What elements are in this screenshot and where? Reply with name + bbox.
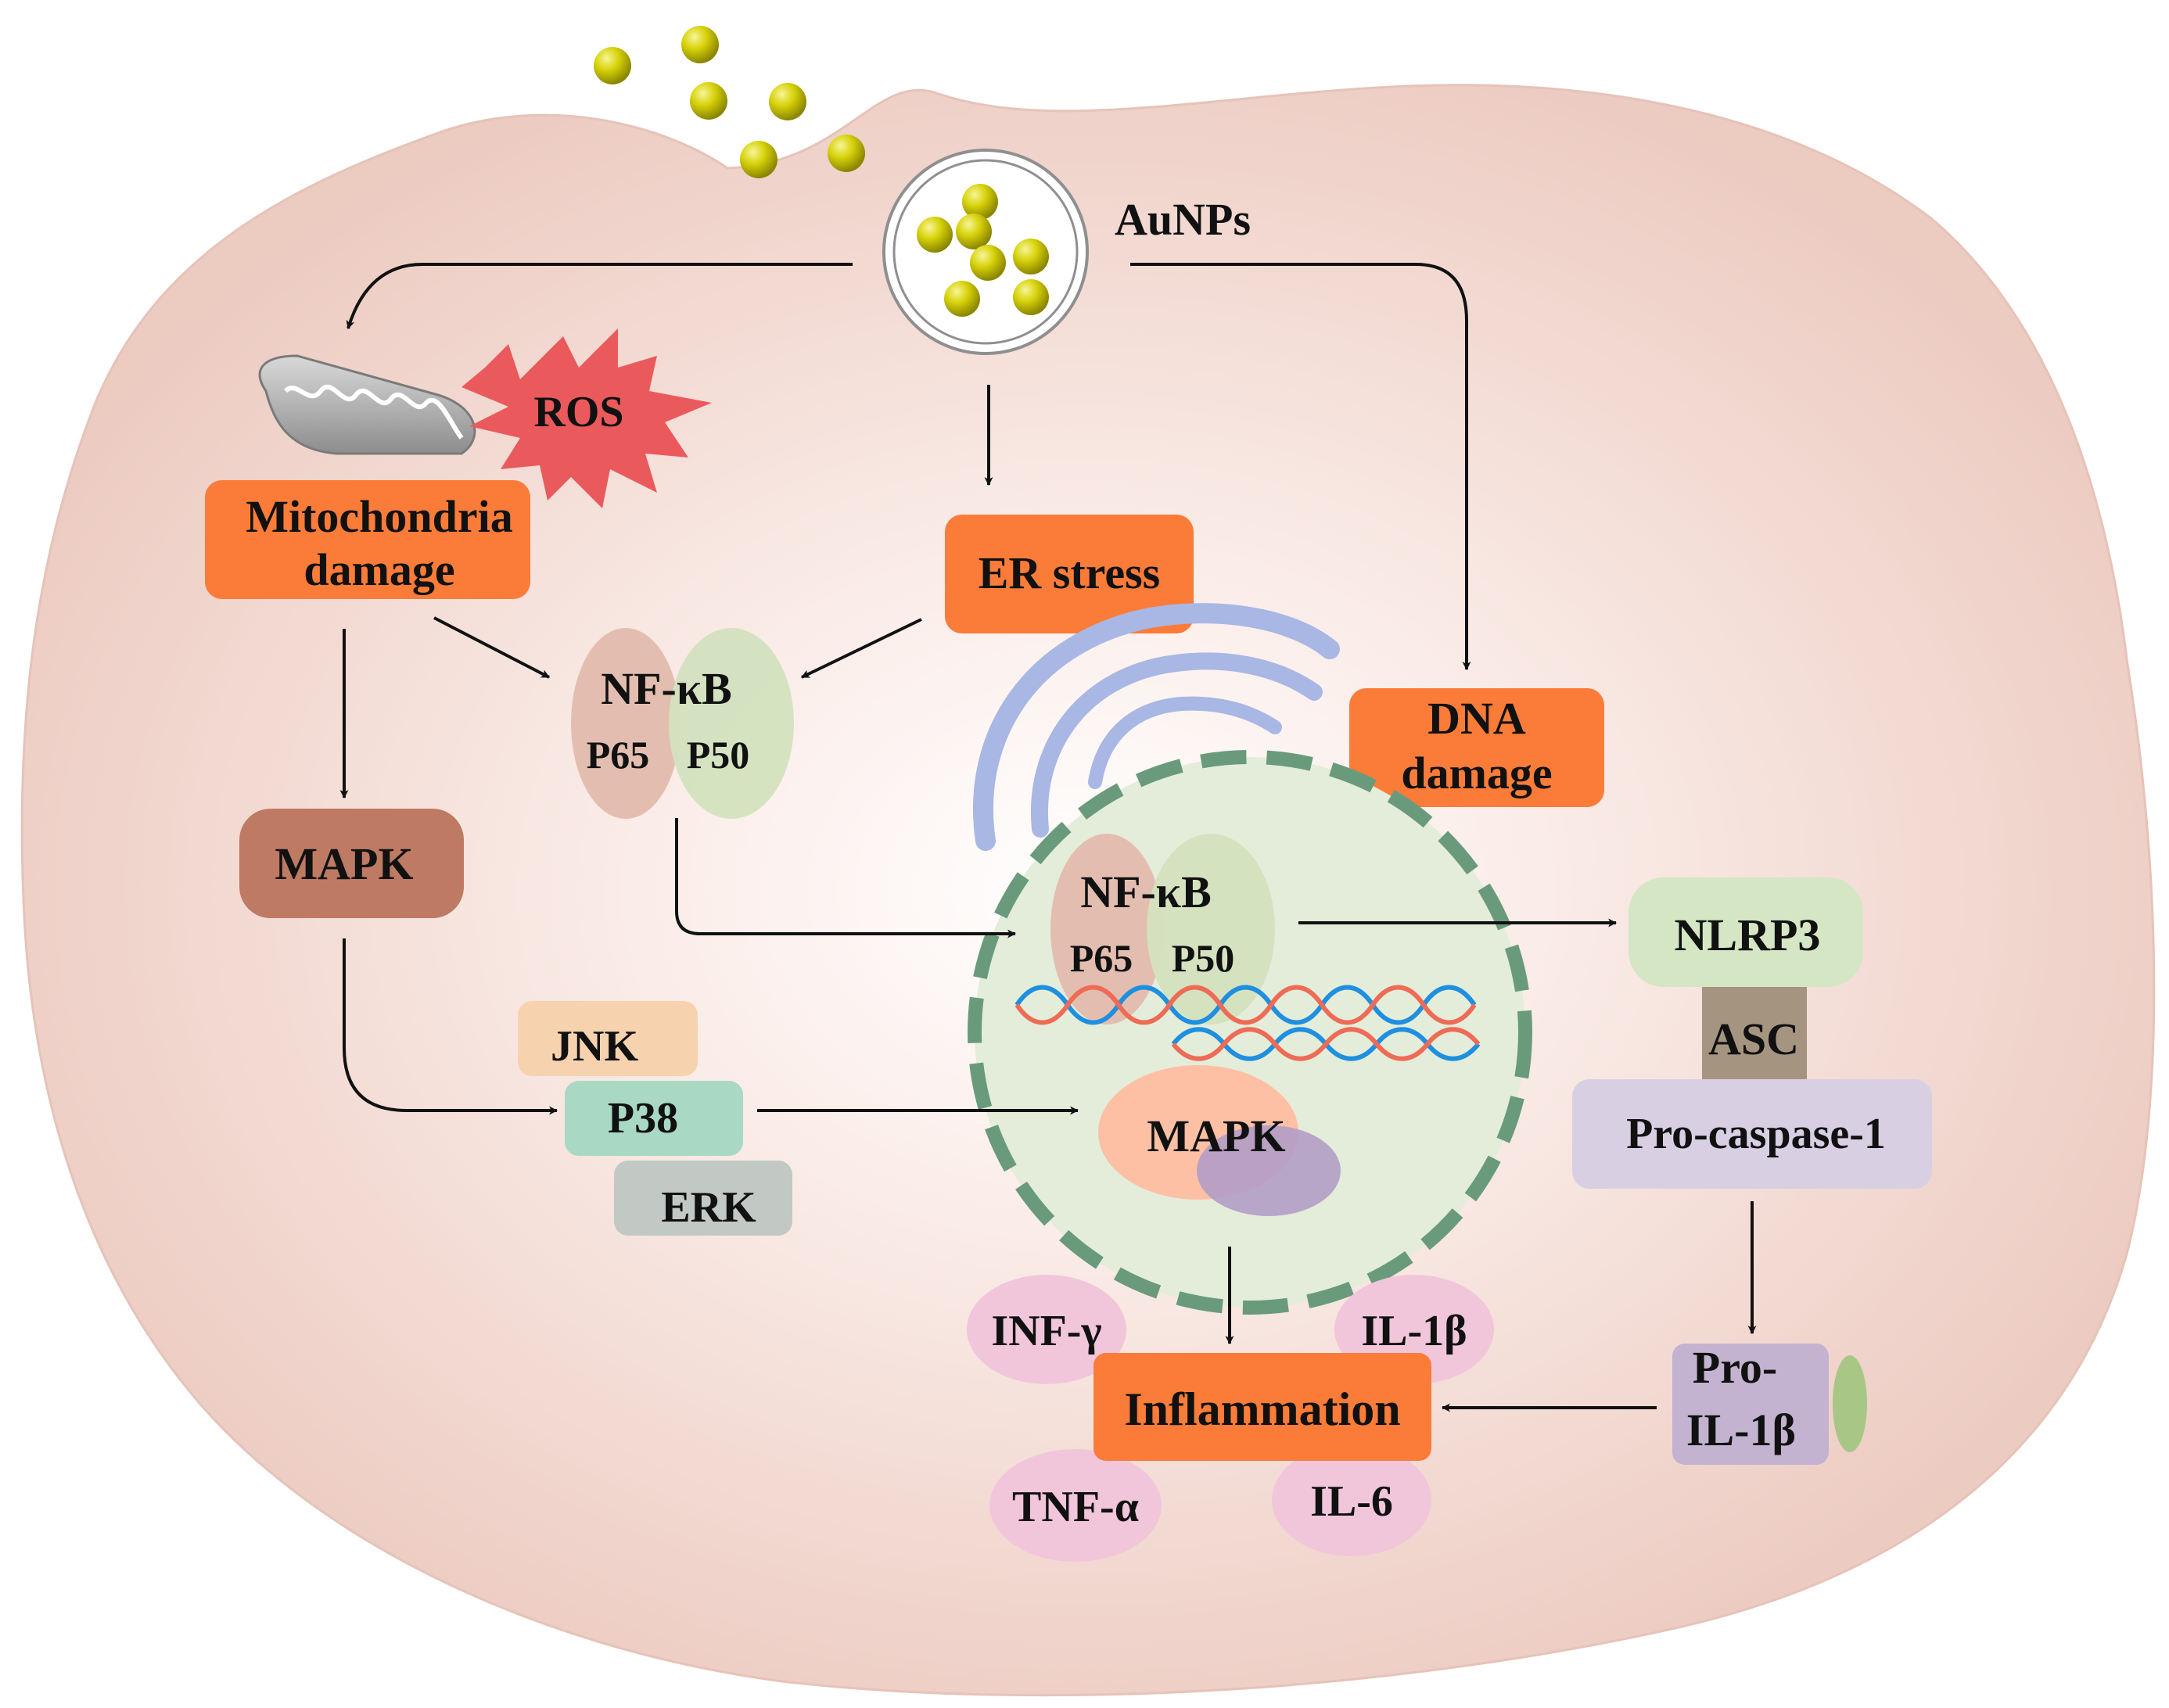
dna-damage-label-line2: damage [1401, 748, 1552, 798]
mapk-label: MAPK [275, 838, 413, 889]
mitochondria-damage-label-line1: Mitochondria [246, 491, 513, 542]
gold-nanoparticle [769, 83, 806, 120]
extracellular-gold-nanoparticles [594, 26, 865, 178]
dna-damage-box [1349, 688, 1604, 807]
inflammation-label: Inflammation [1124, 1383, 1400, 1435]
il-6-label: IL-6 [1310, 1477, 1393, 1526]
nuclear-nfkb [1050, 834, 1275, 1024]
nlrp3-label: NLRP3 [1675, 910, 1821, 960]
gold-nanoparticle [594, 47, 631, 84]
gold-nanoparticle [944, 281, 980, 317]
pro-il1b-label-line1: Pro- [1693, 1342, 1777, 1393]
nucleus-mapk-label: MAPK [1147, 1111, 1285, 1161]
arrow-mapk-to-kinases [343, 938, 558, 1115]
arrow-nfkb-to-nucleus [675, 818, 1017, 938]
p38-label: P38 [608, 1094, 678, 1143]
gold-nanoparticle [956, 214, 992, 249]
cytokine-tnf-alpha [989, 1449, 1162, 1562]
arrow-er-stress-to-nfkb [801, 618, 922, 679]
asc-label: ASC [1708, 1014, 1799, 1064]
gold-nanoparticle [1013, 279, 1049, 315]
arrow-endosome-to-dna-damage [1130, 263, 1471, 671]
dna-damage-label-line1: DNA [1427, 693, 1526, 744]
nucleus-p65-label: P65 [1070, 936, 1133, 980]
nuclear-mapk-partner [1197, 1125, 1341, 1216]
erk-label: ERK [661, 1183, 756, 1232]
endoplasmic-reticulum [972, 603, 1340, 851]
p50-label: P50 [687, 733, 750, 777]
inflammation-box [1093, 1353, 1431, 1461]
p50-subunit [669, 628, 794, 819]
il-1b-label: IL-1β [1361, 1307, 1467, 1355]
pro-il1b-label-line2: IL-1β [1686, 1405, 1796, 1455]
pro-il1b-box [1672, 1344, 1829, 1465]
gold-nanoparticle [828, 135, 865, 172]
gold-nanoparticle [681, 26, 719, 63]
jnk-box [518, 1001, 698, 1076]
inf-gamma-label: INF-γ [991, 1307, 1101, 1355]
cytokine-inf-gamma [967, 1275, 1126, 1384]
p65-subunit [571, 628, 681, 819]
erk-box [614, 1161, 792, 1236]
pro-caspase-1-box [1572, 1079, 1932, 1189]
pro-il1b-domain [1833, 1355, 1867, 1452]
nlrp3-box [1629, 877, 1863, 987]
aunps-label: AuNPs [1115, 194, 1251, 245]
gold-nanoparticle [970, 245, 1006, 281]
gold-nanoparticle [1013, 239, 1049, 274]
gold-nanoparticle [962, 184, 998, 220]
nucleus-p50-label: P50 [1172, 936, 1235, 980]
cytoplasmic-nfkb [571, 628, 794, 819]
arrow-endosome-to-mitochondria [346, 263, 853, 330]
p38-box [565, 1081, 743, 1156]
ros-burst [461, 328, 712, 508]
nfkb-label: NF-κB [601, 663, 732, 714]
gold-nanoparticle [690, 82, 727, 120]
gold-nanoparticle [917, 217, 953, 253]
er-stress-label: ER stress [979, 547, 1161, 598]
jnk-label: JNK [551, 1022, 638, 1071]
mitochondria-damage-label-line2: damage [303, 544, 454, 595]
cytokine-il-6 [1272, 1444, 1431, 1556]
p50-subunit [1147, 834, 1275, 1024]
ros-label: ROS [533, 388, 623, 436]
gold-nanoparticle [740, 141, 777, 178]
tnf-alpha-label: TNF-α [1012, 1483, 1139, 1531]
dna-double-helix [1014, 985, 1481, 1061]
er-stress-box [945, 515, 1194, 633]
asc-box [1702, 987, 1807, 1081]
mapk-box [239, 809, 464, 918]
pro-caspase-1-label: Pro-caspase-1 [1626, 1110, 1886, 1158]
mitochondria-damage-box [205, 480, 530, 599]
nucleus-nfkb-label: NF-κB [1080, 867, 1212, 917]
arrows [339, 263, 1757, 1412]
p65-subunit [1050, 834, 1163, 1024]
endosome [882, 149, 1089, 355]
arrow-mitochondria-to-nfkb [433, 616, 550, 679]
p65-label: P65 [587, 733, 650, 777]
